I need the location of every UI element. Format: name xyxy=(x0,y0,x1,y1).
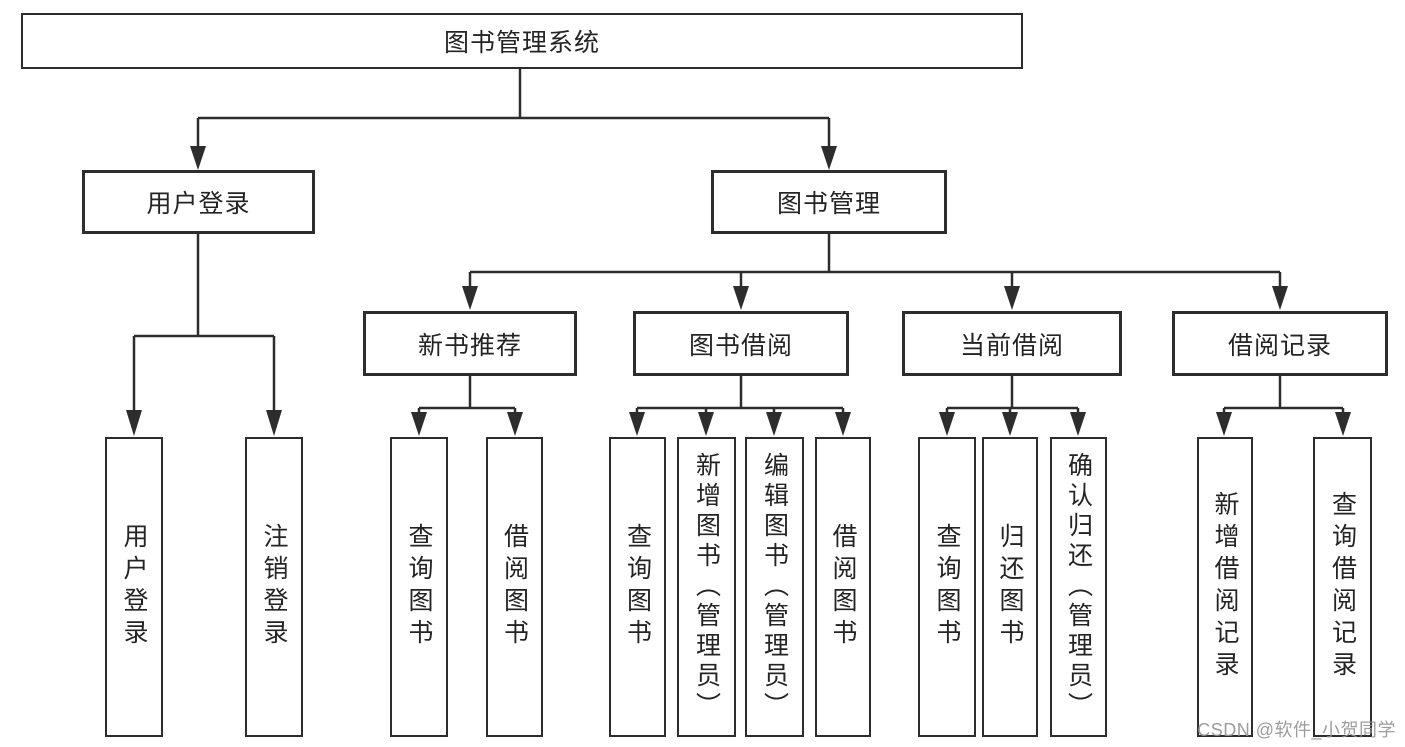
connector-user-login-children xyxy=(126,234,282,436)
arrow-down-icon xyxy=(1272,286,1288,310)
arrow-down-icon xyxy=(1070,412,1086,436)
leaf-query-borrow-record: 查询借阅记录 xyxy=(1313,437,1372,737)
leaf-borrow-books: 借阅图书 xyxy=(815,437,871,737)
arrow-down-icon xyxy=(939,412,955,436)
leaf-edit-books-admin: 编辑图书（管理员） xyxy=(745,437,804,737)
leaf-query-books: 查询图书 xyxy=(918,437,976,737)
connector-book-management-children xyxy=(462,234,1288,310)
leaf-user-login: 用户登录 xyxy=(105,437,163,737)
arrow-down-icon xyxy=(766,412,782,436)
arrow-down-icon xyxy=(1002,412,1018,436)
arrow-down-icon xyxy=(733,286,749,310)
node-user-login: 用户登录 xyxy=(82,170,315,234)
arrow-down-icon xyxy=(507,412,523,436)
arrow-down-icon xyxy=(698,412,714,436)
node-library-management-system: 图书管理系统 xyxy=(21,13,1023,69)
leaf-return-books: 归还图书 xyxy=(982,437,1038,737)
arrow-down-icon xyxy=(835,412,851,436)
arrow-down-icon xyxy=(629,412,645,436)
connector-root-to-level2 xyxy=(190,69,837,170)
leaf-add-books-admin: 新增图书（管理员） xyxy=(677,437,736,737)
arrow-down-icon xyxy=(126,410,142,436)
arrow-down-icon xyxy=(411,412,427,436)
arrow-down-icon xyxy=(190,146,206,170)
connector-book-borrowing-children xyxy=(629,376,851,436)
leaf-logout: 注销登录 xyxy=(245,437,303,737)
node-book-borrowing: 图书借阅 xyxy=(633,311,849,376)
node-borrowing-records: 借阅记录 xyxy=(1172,311,1388,376)
connector-current-borrowing-children xyxy=(939,376,1086,436)
arrow-down-icon xyxy=(1216,412,1232,436)
arrow-down-icon xyxy=(266,410,282,436)
leaf-borrow-books: 借阅图书 xyxy=(486,437,543,737)
connector-new-book-recommendation-children xyxy=(411,376,523,436)
watermark-csdn: CSDN @软件_小贺同学 xyxy=(1197,720,1396,740)
node-book-management: 图书管理 xyxy=(711,170,947,234)
leaf-query-books: 查询图书 xyxy=(609,437,666,737)
leaf-confirm-return-admin: 确认归还（管理员） xyxy=(1050,437,1107,737)
leaf-query-books: 查询图书 xyxy=(390,437,448,737)
arrow-down-icon xyxy=(462,286,478,310)
arrow-down-icon xyxy=(1004,286,1020,310)
connector-borrowing-records-children xyxy=(1216,376,1351,436)
node-current-borrowing: 当前借阅 xyxy=(902,311,1122,376)
arrow-down-icon xyxy=(821,146,837,170)
leaf-add-borrow-record: 新增借阅记录 xyxy=(1197,437,1253,737)
arrow-down-icon xyxy=(1335,412,1351,436)
node-new-book-recommendation: 新书推荐 xyxy=(363,311,577,376)
